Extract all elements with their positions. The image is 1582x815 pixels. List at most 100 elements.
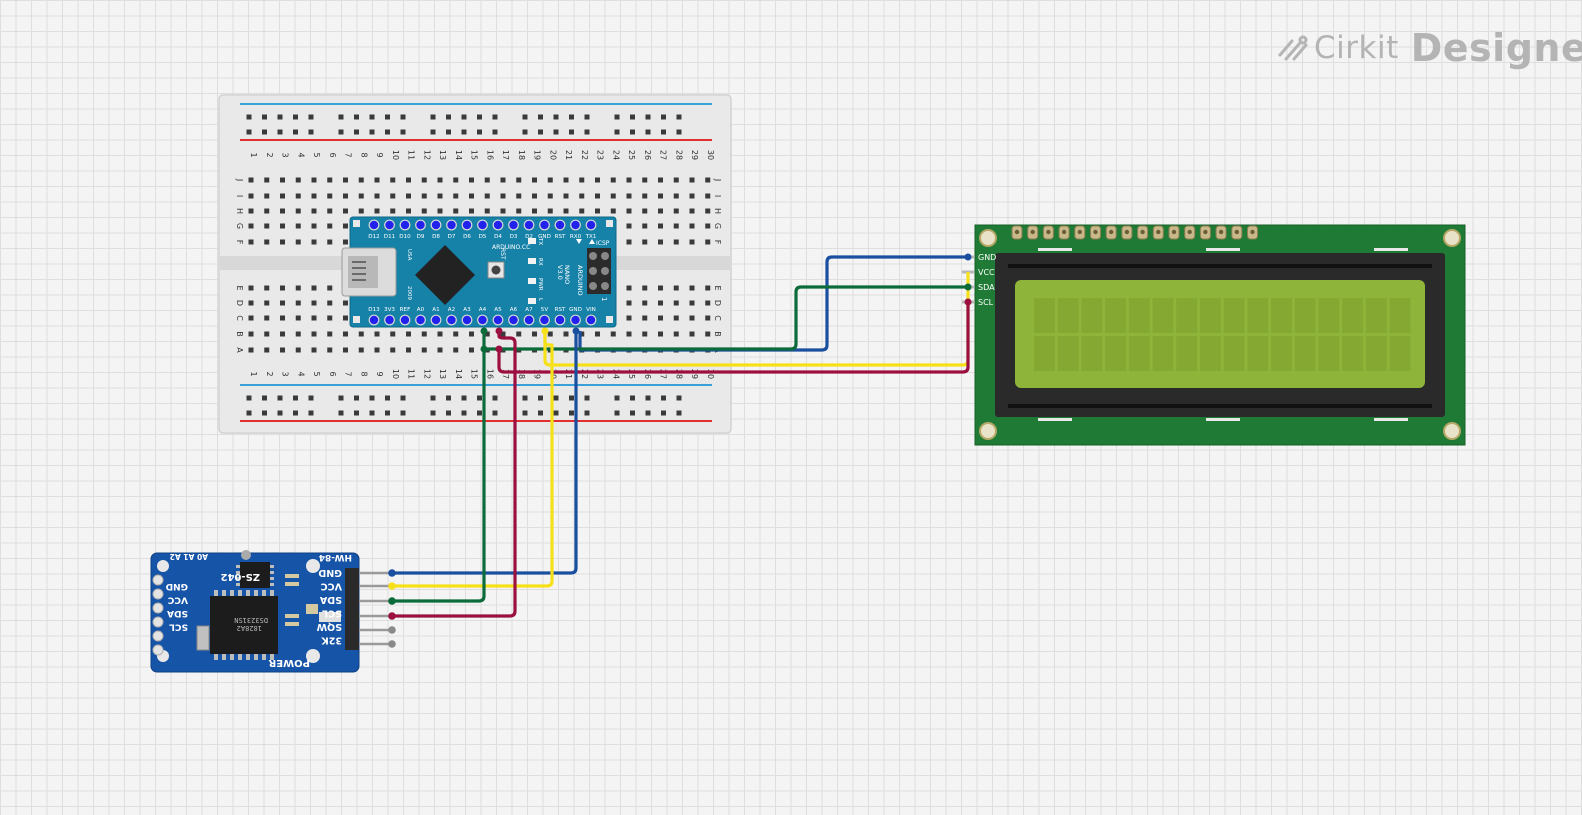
breadboard-hole[interactable] bbox=[358, 177, 364, 183]
breadboard-hole[interactable] bbox=[453, 331, 459, 337]
rail-hole[interactable] bbox=[661, 395, 666, 401]
breadboard-hole[interactable] bbox=[437, 331, 443, 337]
wire-lcd-gnd[interactable] bbox=[578, 255, 968, 352]
breadboard-hole[interactable] bbox=[343, 177, 348, 183]
breadboard-hole[interactable] bbox=[295, 239, 301, 245]
breadboard-hole[interactable] bbox=[689, 300, 695, 306]
breadboard-hole[interactable] bbox=[484, 208, 490, 214]
breadboard-hole[interactable] bbox=[705, 223, 711, 229]
breadboard-hole[interactable] bbox=[327, 285, 333, 291]
breadboard-hole[interactable] bbox=[689, 193, 695, 199]
breadboard-hole[interactable] bbox=[295, 208, 301, 214]
breadboard-hole[interactable] bbox=[421, 177, 427, 183]
breadboard-hole[interactable] bbox=[295, 177, 301, 183]
rail-hole[interactable] bbox=[400, 395, 406, 401]
rail-hole[interactable] bbox=[538, 129, 543, 135]
nano-pin-top[interactable] bbox=[384, 219, 395, 231]
rail-hole[interactable] bbox=[277, 114, 283, 120]
breadboard-hole[interactable] bbox=[311, 193, 317, 199]
rail-hole[interactable] bbox=[553, 410, 559, 416]
breadboard-hole[interactable] bbox=[295, 193, 301, 199]
rail-hole[interactable] bbox=[400, 410, 406, 416]
breadboard-hole[interactable] bbox=[343, 223, 348, 229]
breadboard-hole[interactable] bbox=[516, 331, 522, 337]
breadboard-hole[interactable] bbox=[343, 300, 348, 306]
breadboard-hole[interactable] bbox=[264, 223, 270, 229]
rail-hole[interactable] bbox=[246, 129, 252, 135]
breadboard-hole[interactable] bbox=[248, 239, 254, 245]
rail-hole[interactable] bbox=[522, 129, 528, 135]
rail-hole[interactable] bbox=[338, 129, 344, 135]
nano-pin-top[interactable] bbox=[523, 219, 535, 231]
breadboard-hole[interactable] bbox=[658, 208, 663, 214]
breadboard-hole[interactable] bbox=[547, 208, 553, 214]
breadboard-hole[interactable] bbox=[500, 208, 506, 214]
nano-pin-bottom[interactable] bbox=[539, 314, 550, 326]
breadboard-hole[interactable] bbox=[547, 177, 553, 183]
breadboard-hole[interactable] bbox=[327, 331, 333, 337]
breadboard-hole[interactable] bbox=[532, 331, 537, 337]
rail-hole[interactable] bbox=[293, 114, 298, 120]
rail-hole[interactable] bbox=[277, 395, 283, 401]
breadboard-hole[interactable] bbox=[689, 177, 695, 183]
breadboard-hole[interactable] bbox=[516, 208, 522, 214]
breadboard-hole[interactable] bbox=[295, 300, 301, 306]
rail-hole[interactable] bbox=[645, 114, 651, 120]
breadboard-hole[interactable] bbox=[673, 315, 679, 321]
breadboard-hole[interactable] bbox=[406, 193, 411, 199]
wire-rtc-gnd[interactable] bbox=[390, 331, 578, 575]
nano-pin-top[interactable] bbox=[492, 219, 504, 231]
nano-pin-bottom[interactable] bbox=[554, 314, 566, 326]
rail-hole[interactable] bbox=[369, 114, 375, 120]
breadboard-hole[interactable] bbox=[421, 347, 427, 353]
breadboard-hole[interactable] bbox=[610, 208, 616, 214]
rail-hole[interactable] bbox=[492, 395, 498, 401]
breadboard-hole[interactable] bbox=[673, 285, 679, 291]
nano-pin-top[interactable] bbox=[446, 219, 457, 231]
rail-hole[interactable] bbox=[630, 129, 635, 135]
rail-hole[interactable] bbox=[569, 395, 574, 401]
breadboard-hole[interactable] bbox=[264, 331, 270, 337]
breadboard-hole[interactable] bbox=[626, 177, 632, 183]
breadboard-hole[interactable] bbox=[248, 193, 254, 199]
rail-hole[interactable] bbox=[354, 114, 359, 120]
nano-pin-bottom[interactable] bbox=[368, 314, 380, 326]
rail-hole[interactable] bbox=[293, 395, 298, 401]
rail-hole[interactable] bbox=[400, 129, 406, 135]
rail-hole[interactable] bbox=[553, 129, 559, 135]
breadboard-hole[interactable] bbox=[248, 285, 254, 291]
breadboard-hole[interactable] bbox=[437, 193, 443, 199]
rail-hole[interactable] bbox=[614, 114, 620, 120]
breadboard-hole[interactable] bbox=[673, 193, 679, 199]
breadboard-hole[interactable] bbox=[626, 208, 632, 214]
rail-hole[interactable] bbox=[477, 410, 482, 416]
rail-hole[interactable] bbox=[477, 129, 482, 135]
breadboard-hole[interactable] bbox=[673, 208, 679, 214]
rail-hole[interactable] bbox=[446, 410, 451, 416]
breadboard-hole[interactable] bbox=[658, 193, 663, 199]
rail-hole[interactable] bbox=[277, 129, 283, 135]
nano-pin-bottom[interactable] bbox=[570, 314, 581, 326]
breadboard-hole[interactable] bbox=[673, 223, 679, 229]
breadboard-hole[interactable] bbox=[327, 208, 333, 214]
breadboard-hole[interactable] bbox=[705, 193, 711, 199]
nano-pin-bottom[interactable] bbox=[461, 314, 473, 326]
breadboard-hole[interactable] bbox=[264, 315, 270, 321]
nano-pin-bottom[interactable] bbox=[477, 314, 488, 326]
wire-lcd-scl[interactable] bbox=[497, 302, 970, 374]
rail-hole[interactable] bbox=[262, 395, 267, 401]
breadboard-hole[interactable] bbox=[626, 285, 632, 291]
rail-hole[interactable] bbox=[661, 114, 666, 120]
breadboard-hole[interactable] bbox=[248, 300, 254, 306]
rail-hole[interactable] bbox=[262, 114, 267, 120]
rail-hole[interactable] bbox=[461, 395, 467, 401]
rail-hole[interactable] bbox=[569, 129, 574, 135]
breadboard-hole[interactable] bbox=[705, 177, 711, 183]
rail-hole[interactable] bbox=[569, 410, 574, 416]
breadboard-hole[interactable] bbox=[563, 193, 569, 199]
breadboard-hole[interactable] bbox=[311, 300, 317, 306]
rail-hole[interactable] bbox=[308, 395, 314, 401]
breadboard-hole[interactable] bbox=[595, 177, 600, 183]
nano-pin-top[interactable] bbox=[415, 219, 426, 231]
